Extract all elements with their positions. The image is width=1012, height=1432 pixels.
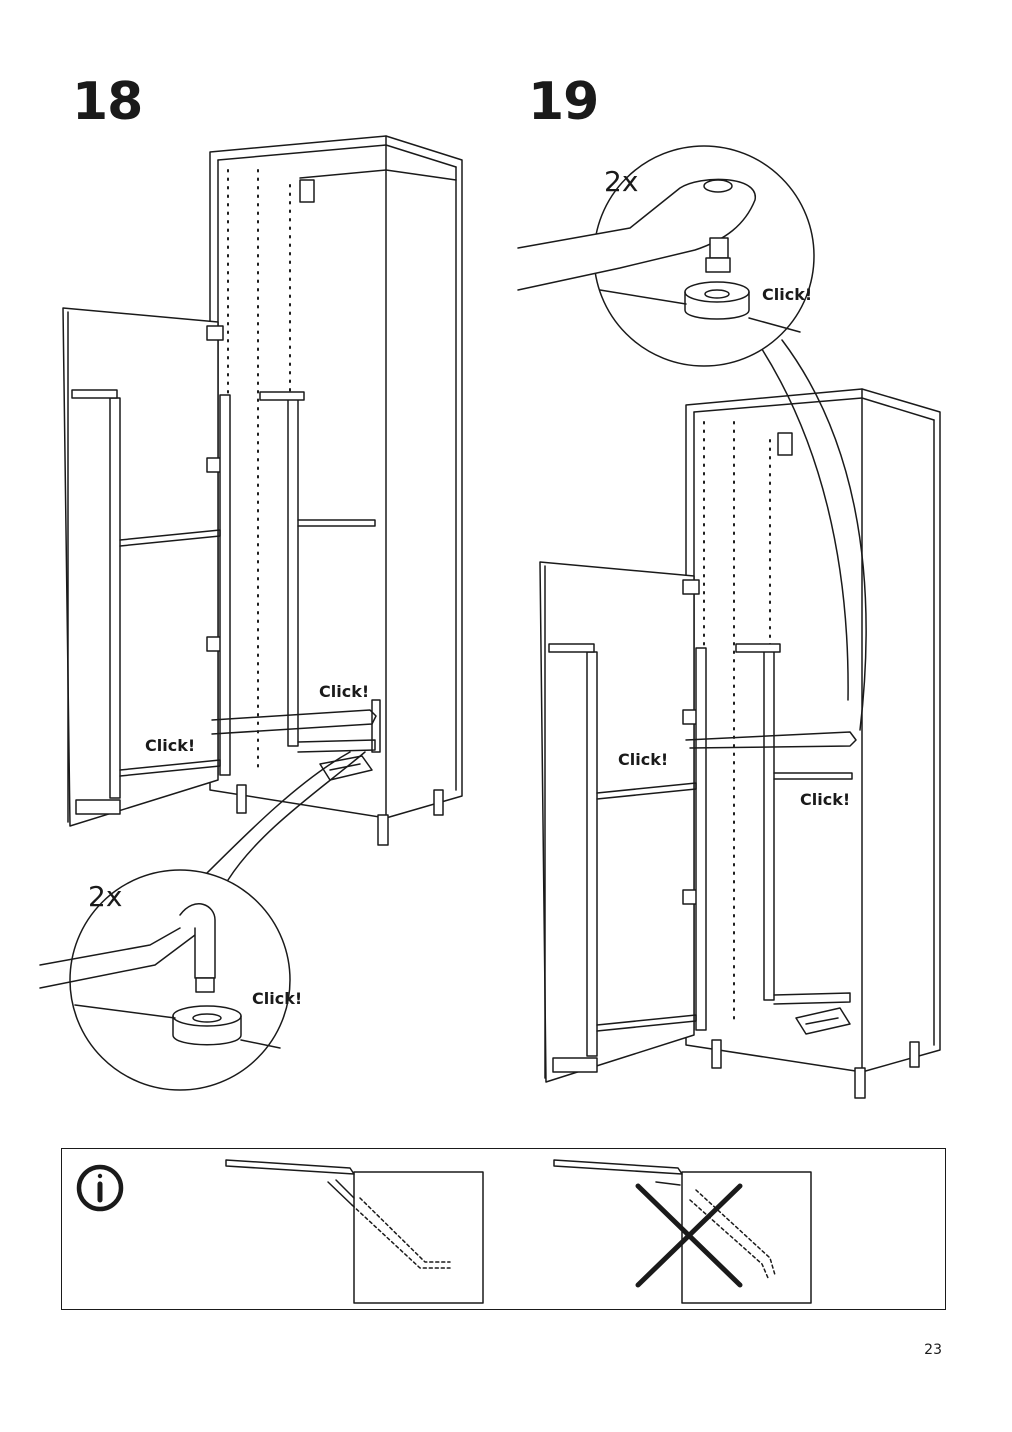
click-label: Click!	[319, 682, 370, 701]
quantity-label: 2x	[88, 880, 123, 913]
step-18-detail-bubble	[39, 869, 291, 1091]
click-label: Click!	[252, 989, 303, 1008]
page-number: 23	[924, 1342, 942, 1358]
click-label: Click!	[145, 736, 196, 755]
quantity-label: 2x	[604, 165, 639, 198]
step-18-number: 18	[72, 72, 143, 132]
step-19-number: 19	[528, 72, 599, 132]
step-18-cabinet-illustration	[62, 135, 463, 881]
step-19-cabinet-illustration	[539, 339, 941, 1099]
info-icon	[76, 1164, 124, 1212]
click-label: Click!	[800, 790, 851, 809]
correct-insertion-illustration	[225, 1159, 484, 1304]
info-panel	[61, 1148, 946, 1310]
click-label: Click!	[762, 285, 813, 304]
step-19-detail-bubble	[517, 145, 815, 367]
click-label: Click!	[618, 750, 669, 769]
wrong-insertion-illustration-crossed	[553, 1159, 812, 1304]
